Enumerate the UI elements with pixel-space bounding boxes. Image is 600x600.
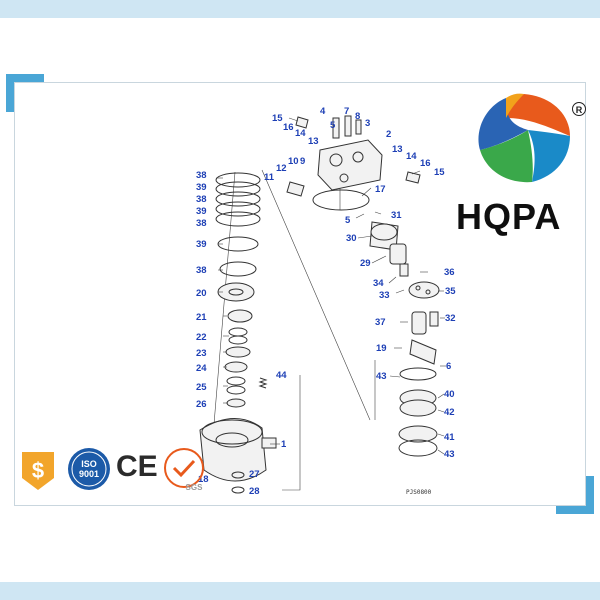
callout-31: 31 — [391, 210, 402, 221]
callout-21: 21 — [196, 312, 207, 323]
callout-13-right: 13 — [392, 144, 403, 155]
callout-18: 18 — [198, 474, 209, 485]
callout-17: 17 — [375, 184, 386, 195]
callout-5-top: 5 — [330, 120, 336, 131]
callout-12: 12 — [276, 163, 287, 174]
callout-38-b: 38 — [196, 194, 207, 205]
callout-32: 32 — [445, 313, 456, 324]
callout-27: 27 — [249, 469, 260, 480]
callout-11: 11 — [264, 172, 275, 183]
bottom-band — [0, 582, 600, 600]
callout-22: 22 — [196, 332, 207, 343]
callout-38-d: 38 — [196, 265, 207, 276]
top-band — [0, 0, 600, 18]
callout-38-a: 38 — [196, 170, 207, 181]
callout-30: 30 — [346, 233, 357, 244]
frame-corner-top-left — [6, 74, 44, 112]
callout-16-left: 16 — [283, 122, 294, 133]
callout-15-left: 15 — [272, 113, 283, 124]
callout-35: 35 — [445, 286, 456, 297]
frame-corner-bottom-right — [556, 476, 594, 514]
brand-name: HQPA — [456, 196, 562, 237]
callout-10: 10 — [288, 156, 299, 167]
callout-8: 8 — [355, 111, 360, 122]
callout-33: 33 — [379, 290, 390, 301]
callout-42: 42 — [444, 407, 455, 418]
valve-block — [286, 115, 421, 197]
callout-7: 7 — [344, 106, 349, 117]
callout-14-right: 14 — [406, 151, 417, 162]
spring — [258, 377, 268, 389]
svg-text:ISO: ISO — [81, 459, 97, 469]
callout-15-right: 15 — [434, 167, 445, 178]
left-ring-stack — [215, 172, 261, 408]
callout-41: 41 — [444, 432, 455, 443]
callout-26: 26 — [196, 399, 207, 410]
callout-1: 1 — [281, 439, 287, 450]
dollar-badge-icon: $ — [22, 452, 54, 490]
callout-labels: 15 16 14 13 4 7 8 3 5 2 13 14 16 15 9 10… — [196, 106, 456, 497]
callout-39-c: 39 — [196, 239, 207, 250]
callout-23: 23 — [196, 348, 207, 359]
callout-24: 24 — [196, 363, 207, 374]
callout-14-left: 14 — [295, 128, 306, 139]
svg-text:9001: 9001 — [79, 469, 99, 479]
callout-43-upper: 43 — [376, 371, 387, 382]
callout-43-lower: 43 — [444, 449, 455, 460]
callout-2: 2 — [386, 129, 391, 140]
callout-16-right: 16 — [420, 158, 431, 169]
drawing-code: PJS0800 — [406, 489, 432, 496]
frame-border — [14, 82, 586, 506]
callout-5: 5 — [345, 215, 351, 226]
callout-44: 44 — [276, 370, 287, 381]
iso-9001-badge: ISO 9001 — [68, 448, 110, 490]
o-ring — [312, 189, 370, 211]
callout-39-b: 39 — [196, 206, 207, 217]
callout-13-left: 13 — [308, 136, 319, 147]
sgs-badge: SGS — [164, 448, 204, 492]
ce-mark: CE — [116, 450, 158, 483]
callout-9: 9 — [300, 156, 305, 167]
callout-20: 20 — [196, 288, 207, 299]
callout-40: 40 — [444, 389, 455, 400]
registered-mark: R — [572, 102, 586, 116]
callout-28: 28 — [249, 486, 260, 497]
callout-36: 36 — [444, 267, 455, 278]
callout-4: 4 — [320, 106, 326, 117]
brand-logo — [478, 93, 570, 183]
callout-39-a: 39 — [196, 182, 207, 193]
callout-6: 6 — [446, 361, 451, 372]
callout-37: 37 — [375, 317, 386, 328]
motor-housing — [199, 418, 277, 494]
svg-text:$: $ — [32, 458, 44, 483]
callout-29: 29 — [360, 258, 371, 269]
callout-3: 3 — [365, 118, 370, 129]
callout-38-c: 38 — [196, 218, 207, 229]
callout-19: 19 — [376, 343, 387, 354]
svg-text:SGS: SGS — [186, 483, 204, 492]
callout-34: 34 — [373, 278, 384, 289]
callout-25: 25 — [196, 382, 207, 393]
label-leader-lines — [216, 117, 446, 455]
right-part-stack — [369, 221, 440, 457]
